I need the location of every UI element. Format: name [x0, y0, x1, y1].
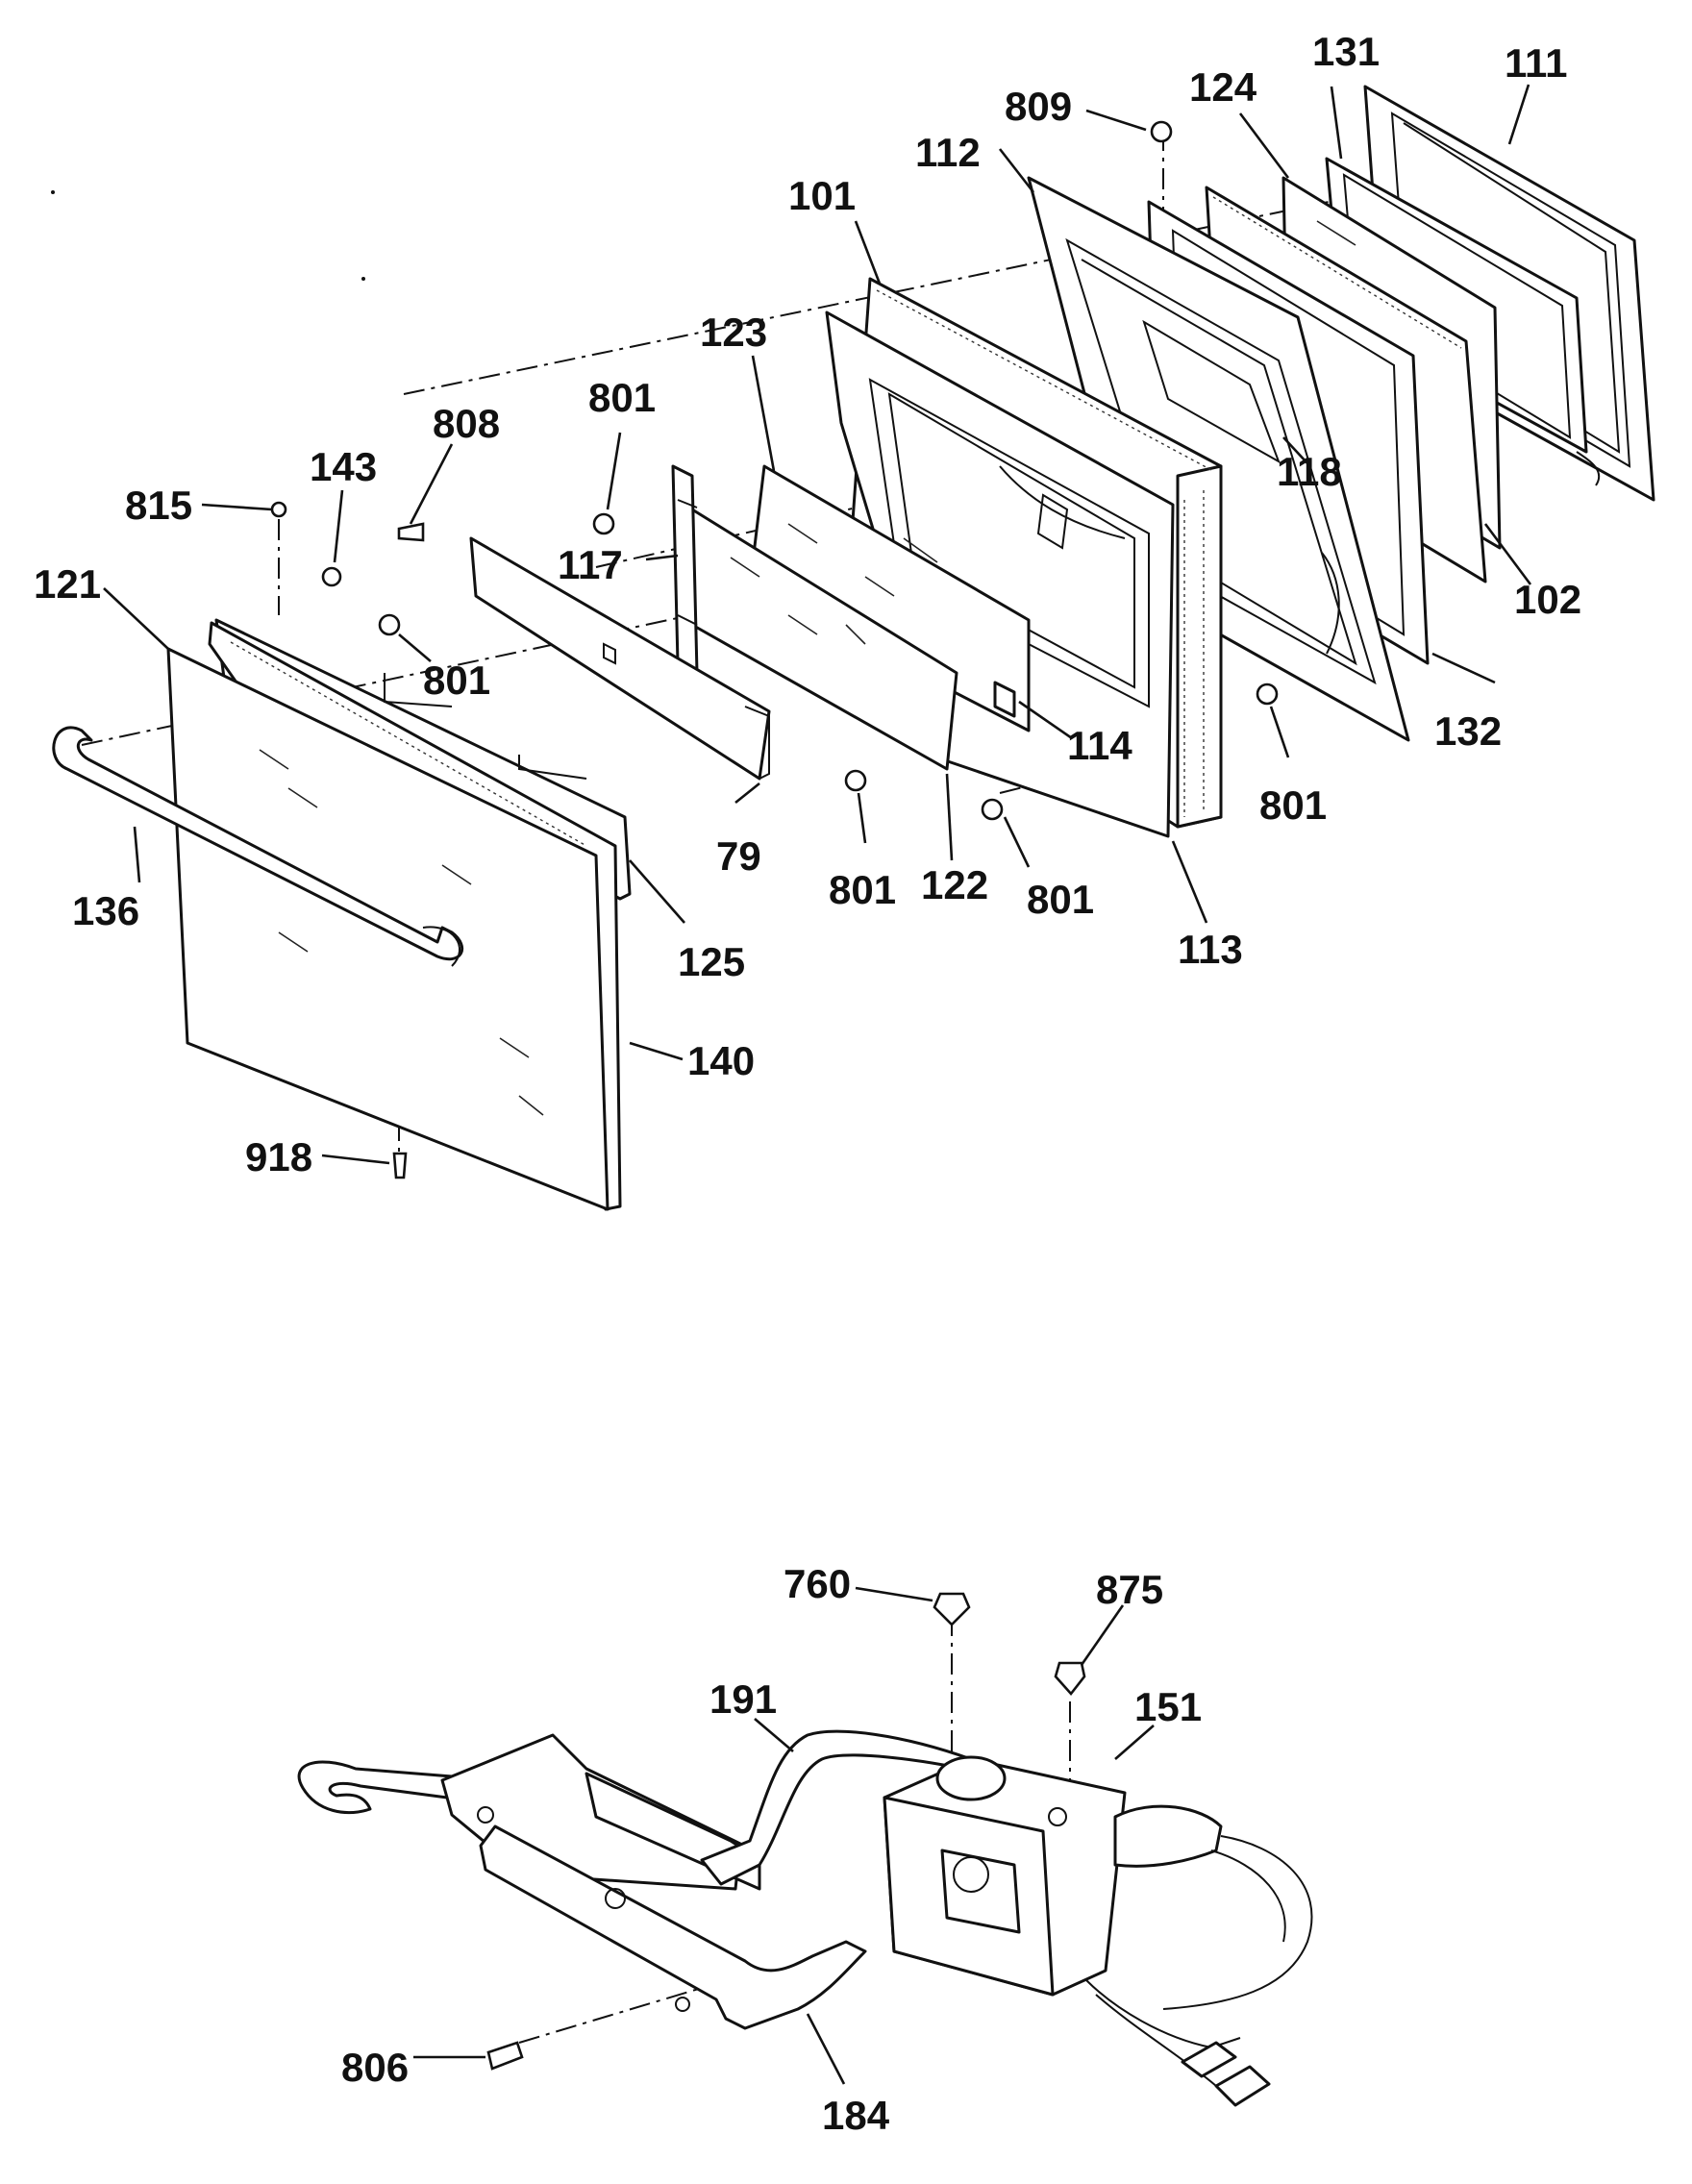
callout-113: 113 [1178, 927, 1243, 972]
motor-hub-icon [935, 1755, 1007, 1801]
scan-dot [51, 190, 55, 194]
bracket-hole-2-icon [675, 1997, 690, 2012]
bracket-hole-icon [605, 1888, 626, 1909]
callout-111: 111 [1505, 40, 1567, 86]
callout-114: 114 [1067, 723, 1132, 768]
motor-rotor-icon [953, 1856, 989, 1893]
motor-hole-icon [1048, 1807, 1067, 1826]
part-123-glass-pane [748, 464, 1031, 732]
screw-875-icon [1054, 1661, 1086, 1697]
callout-151: 151 [1134, 1684, 1202, 1729]
part-136-handle [52, 726, 464, 967]
door-assembly: 809 131 111 124 112 101 123 808 801 143 … [34, 29, 1655, 1211]
callout-122: 122 [921, 862, 988, 907]
callout-140: 140 [687, 1038, 755, 1083]
screw-801-a-icon [592, 512, 615, 535]
callout-875: 875 [1096, 1567, 1163, 1612]
door-callouts: 809 131 111 124 112 101 123 808 801 143 … [34, 29, 1581, 1179]
callout-123: 123 [700, 310, 767, 355]
callout-101: 101 [788, 173, 856, 218]
callout-801-d: 801 [829, 867, 896, 912]
part-114-glass-clip [993, 681, 1016, 718]
callout-102: 102 [1514, 577, 1581, 622]
scan-dot [361, 277, 365, 281]
hinge-fasteners [486, 1592, 1086, 2071]
callout-815: 815 [125, 483, 192, 528]
part-117-bracket [671, 464, 699, 675]
callout-132: 132 [1434, 708, 1502, 754]
part-184-bracket [477, 1806, 867, 2030]
callout-801-b: 801 [423, 658, 490, 703]
callout-112: 112 [915, 130, 981, 175]
bracket-hole-3-icon [477, 1806, 494, 1824]
screw-809-icon [1150, 120, 1173, 143]
callout-809: 809 [1005, 84, 1072, 129]
callout-806: 806 [341, 2045, 409, 2090]
callout-801-c: 801 [1259, 782, 1327, 828]
screw-808-icon [397, 522, 425, 542]
callout-918: 918 [245, 1134, 312, 1179]
screw-815-icon [270, 501, 287, 518]
hinge-callouts: 760 875 191 151 806 184 [341, 1561, 1202, 2138]
callout-143: 143 [310, 444, 377, 489]
door-leader-lines [103, 84, 1532, 1165]
terminal-connector-2-icon [1214, 2065, 1271, 2107]
part-151-motor [883, 1755, 1313, 2010]
part-113-outer-frame [825, 310, 1175, 838]
callout-118: 118 [1277, 449, 1342, 494]
callout-131: 131 [1312, 29, 1380, 74]
callout-184: 184 [822, 2093, 890, 2138]
screw-806-icon [486, 2041, 524, 2071]
callout-801-e: 801 [1027, 877, 1094, 922]
callout-117: 117 [558, 542, 623, 587]
callout-191: 191 [709, 1676, 777, 1722]
callout-760: 760 [784, 1561, 851, 1606]
screw-801-b-icon [378, 613, 401, 636]
part-79-shield [469, 536, 771, 781]
screw-918-icon [392, 1152, 408, 1179]
hinge-leader-lines [413, 1586, 1155, 2085]
wire-harness [1085, 1979, 1271, 2107]
callout-801-a: 801 [588, 375, 656, 420]
callout-125: 125 [678, 939, 745, 984]
callout-121: 121 [34, 561, 101, 607]
screw-801-d-icon [844, 769, 867, 792]
callout-124: 124 [1189, 64, 1257, 110]
terminal-connector-icon [1181, 2041, 1237, 2078]
door-fasteners [270, 120, 1279, 1179]
screw-760-icon [933, 1592, 971, 1626]
callout-808: 808 [433, 401, 500, 446]
hinge-assembly: 760 875 191 151 806 184 [297, 1561, 1313, 2138]
callout-136: 136 [72, 888, 139, 933]
washer-143-icon [321, 566, 342, 587]
callout-79: 79 [716, 833, 761, 879]
screw-801-e-icon [981, 798, 1004, 821]
screw-801-c-icon [1256, 682, 1279, 706]
